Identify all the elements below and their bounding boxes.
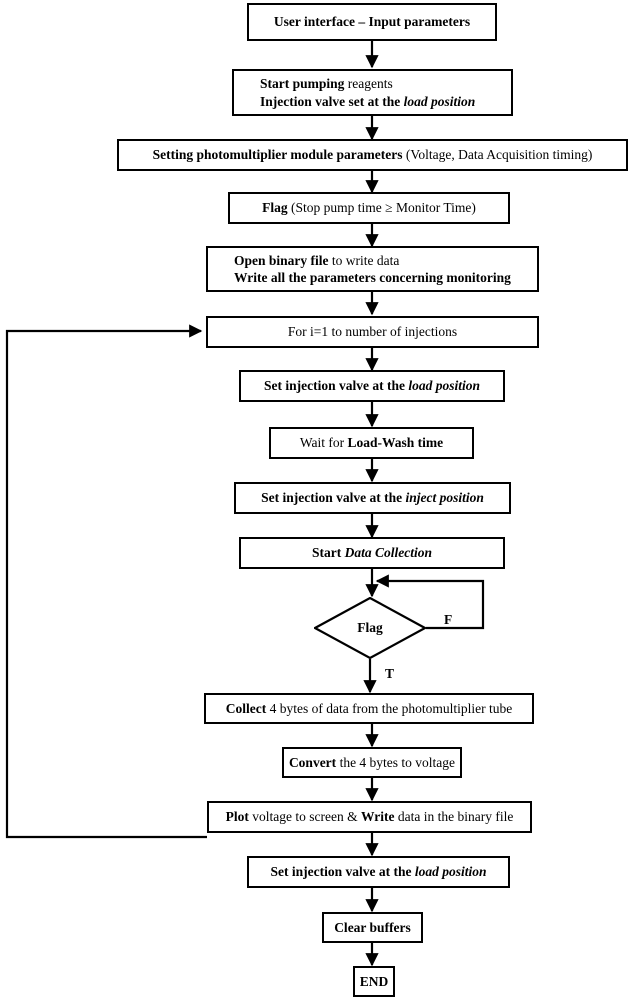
node-start-data-collection-text: Start Data Collection <box>312 545 432 561</box>
node-convert-bytes-to-voltage-text: Convert the 4 bytes to voltage <box>288 754 456 770</box>
node-collect-bytes-text: Collect 4 bytes of data from the photomu… <box>225 700 513 716</box>
node-set-injection-valve-load-1[interactable]: Set injection valve at the load position <box>239 370 505 402</box>
node-flag-condition[interactable]: Flag (Stop pump time ≥ Monitor Time) <box>228 192 510 224</box>
branch-label-true: T <box>385 666 395 681</box>
node-set-injection-valve-inject-text: Set injection valve at the inject positi… <box>261 490 484 506</box>
node-flag-decision[interactable]: Flag <box>312 596 428 660</box>
node-plot-and-write-text: Plot voltage to screen & Write data in t… <box>225 809 514 825</box>
node-flag-decision-label: Flag <box>357 620 383 635</box>
node-convert-bytes-to-voltage[interactable]: Convert the 4 bytes to voltage <box>282 747 462 778</box>
node-wait-load-wash-time-text: Wait for Load-Wash time <box>299 435 444 451</box>
node-user-interface[interactable]: User interface – Input parameters <box>247 3 497 41</box>
branch-label-false: F <box>444 612 453 627</box>
node-set-injection-valve-load-2[interactable]: Set injection valve at the load position <box>247 856 510 888</box>
node-flag-condition-text: Flag (Stop pump time ≥ Monitor Time) <box>262 200 476 216</box>
node-clear-buffers-text: Clear buffers <box>334 919 411 935</box>
node-set-injection-valve-inject[interactable]: Set injection valve at the inject positi… <box>234 482 511 514</box>
node-collect-bytes[interactable]: Collect 4 bytes of data from the photomu… <box>204 693 534 724</box>
node-end[interactable]: END <box>353 966 395 997</box>
node-wait-load-wash-time[interactable]: Wait for Load-Wash time <box>269 427 474 459</box>
node-set-injection-valve-load-1-text: Set injection valve at the load position <box>264 378 480 394</box>
node-for-loop[interactable]: For i=1 to number of injections <box>206 316 539 348</box>
edge-plot-write-loop-to-for-loop <box>5 324 207 839</box>
node-set-injection-valve-load-2-text: Set injection valve at the load position <box>270 864 487 880</box>
node-setting-photomultiplier-parameters[interactable]: Setting photomultiplier module parameter… <box>117 139 628 171</box>
node-user-interface-text: User interface – Input parameters <box>273 14 471 30</box>
node-setting-photomultiplier-parameters-text: Setting photomultiplier module parameter… <box>152 147 593 163</box>
node-start-data-collection[interactable]: Start Data Collection <box>239 537 505 569</box>
node-clear-buffers[interactable]: Clear buffers <box>322 912 423 943</box>
node-for-loop-text: For i=1 to number of injections <box>287 324 458 340</box>
node-end-text: END <box>359 973 389 989</box>
node-plot-and-write[interactable]: Plot voltage to screen & Write data in t… <box>207 801 532 833</box>
